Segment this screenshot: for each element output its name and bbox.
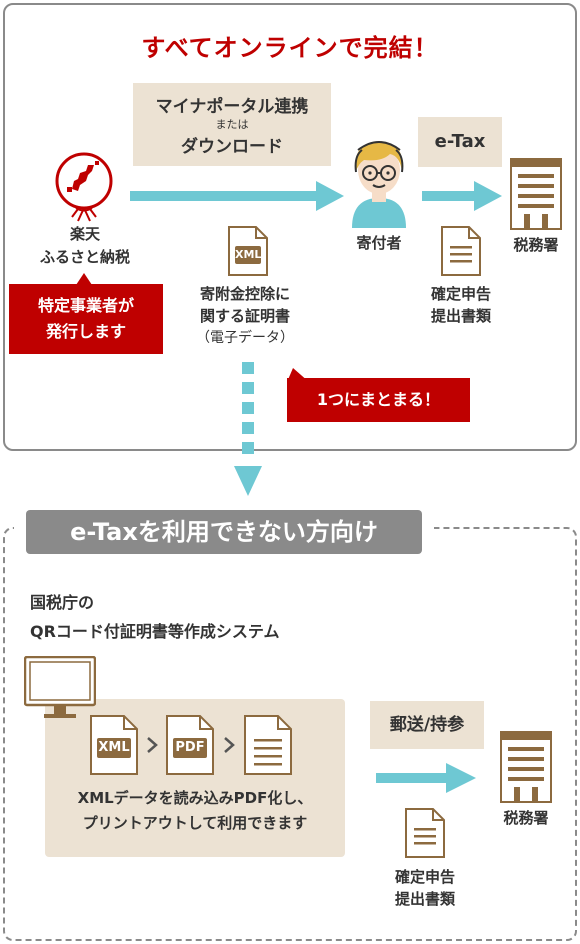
nta-title-line1: 国税庁の xyxy=(30,593,95,612)
printed-document-icon xyxy=(244,715,292,775)
donor-label: 寄付者 xyxy=(356,234,402,252)
certificate-label-line3: （電子データ） xyxy=(196,330,294,346)
issuer-tag-line2: 発行します xyxy=(45,322,126,341)
pdf-file-badge: PDF xyxy=(173,738,207,758)
arrow-to-tax-office-bottom xyxy=(376,763,476,793)
tax-office-label-bottom: 税務署 xyxy=(503,809,549,827)
rakuten-label-line1: 楽天 xyxy=(69,225,100,243)
xml-file-badge: XML xyxy=(97,738,131,758)
mynaportal-box: マイナポータル連携 または ダウンロード xyxy=(133,83,331,166)
mynaportal-line2: または xyxy=(215,118,249,131)
xml-badge: XML xyxy=(235,246,261,264)
mail-or-bring-box: 郵送/持参 xyxy=(370,701,484,749)
tax-return-docs-line2: 提出書類 xyxy=(430,307,491,325)
donor-person-icon xyxy=(352,141,406,228)
tax-return-docs-bottom-line1: 確定申告 xyxy=(394,868,455,886)
nta-system-title: 国税庁の QRコード付証明書等作成システム xyxy=(30,588,279,646)
tax-return-docs-line1: 確定申告 xyxy=(430,285,491,303)
headline: すべてオンラインで完結！ xyxy=(141,34,439,62)
mynaportal-line3: ダウンロード xyxy=(181,137,283,157)
certificate-label-line2: 関する証明書 xyxy=(199,307,290,325)
bottom-heading: e-Taxを利用できない方向け xyxy=(26,510,422,554)
xml-document-icon: XML xyxy=(228,226,268,276)
pdf-file-icon: PDF xyxy=(166,715,214,775)
chevron-right-icon xyxy=(224,737,235,753)
arrow-to-donor xyxy=(130,181,344,211)
dotted-arrow-down xyxy=(234,362,262,496)
issuer-tag: 特定事業者が 発行します xyxy=(9,284,163,354)
process-description-line1: XMLデータを読み込みPDF化し、 xyxy=(77,789,313,807)
issuer-tag-pointer xyxy=(76,273,92,285)
xml-file-icon: XML xyxy=(90,715,138,775)
computer-monitor-icon xyxy=(24,656,96,718)
mynaportal-line1: マイナポータル連携 xyxy=(155,97,309,117)
issuer-tag-line1: 特定事業者が xyxy=(37,296,134,315)
rakuten-furusato-logo-icon xyxy=(55,152,113,222)
nta-title-line2: QRコード付証明書等作成システム xyxy=(30,622,280,641)
tax-office-building-icon xyxy=(510,158,562,230)
rakuten-label-line2: ふるさと納税 xyxy=(39,248,130,266)
certificate-label: 寄附金控除に 関する証明書 （電子データ） xyxy=(162,283,328,349)
tax-office-label: 税務署 xyxy=(513,236,559,254)
tax-office-building-icon xyxy=(500,731,552,803)
tax-return-document-icon xyxy=(441,226,481,276)
chevron-right-icon xyxy=(147,737,158,753)
process-description-line2: プリントアウトして利用できます xyxy=(82,814,308,832)
tax-return-docs-bottom-line2: 提出書類 xyxy=(394,890,455,908)
certificate-label-line1: 寄附金控除に xyxy=(199,285,290,303)
together-tag: 1つにまとまる！ xyxy=(287,378,470,422)
rakuten-label: 楽天 ふるさと納税 xyxy=(10,223,160,269)
tax-return-docs-label: 確定申告 提出書類 xyxy=(406,283,516,327)
process-description: XMLデータを読み込みPDF化し、 プリントアウトして利用できます xyxy=(45,786,345,836)
arrow-to-tax-office xyxy=(422,181,502,211)
etax-box: e-Tax xyxy=(418,117,502,167)
tax-return-document-icon xyxy=(405,808,445,858)
tax-return-docs-label-bottom: 確定申告 提出書類 xyxy=(370,866,480,910)
